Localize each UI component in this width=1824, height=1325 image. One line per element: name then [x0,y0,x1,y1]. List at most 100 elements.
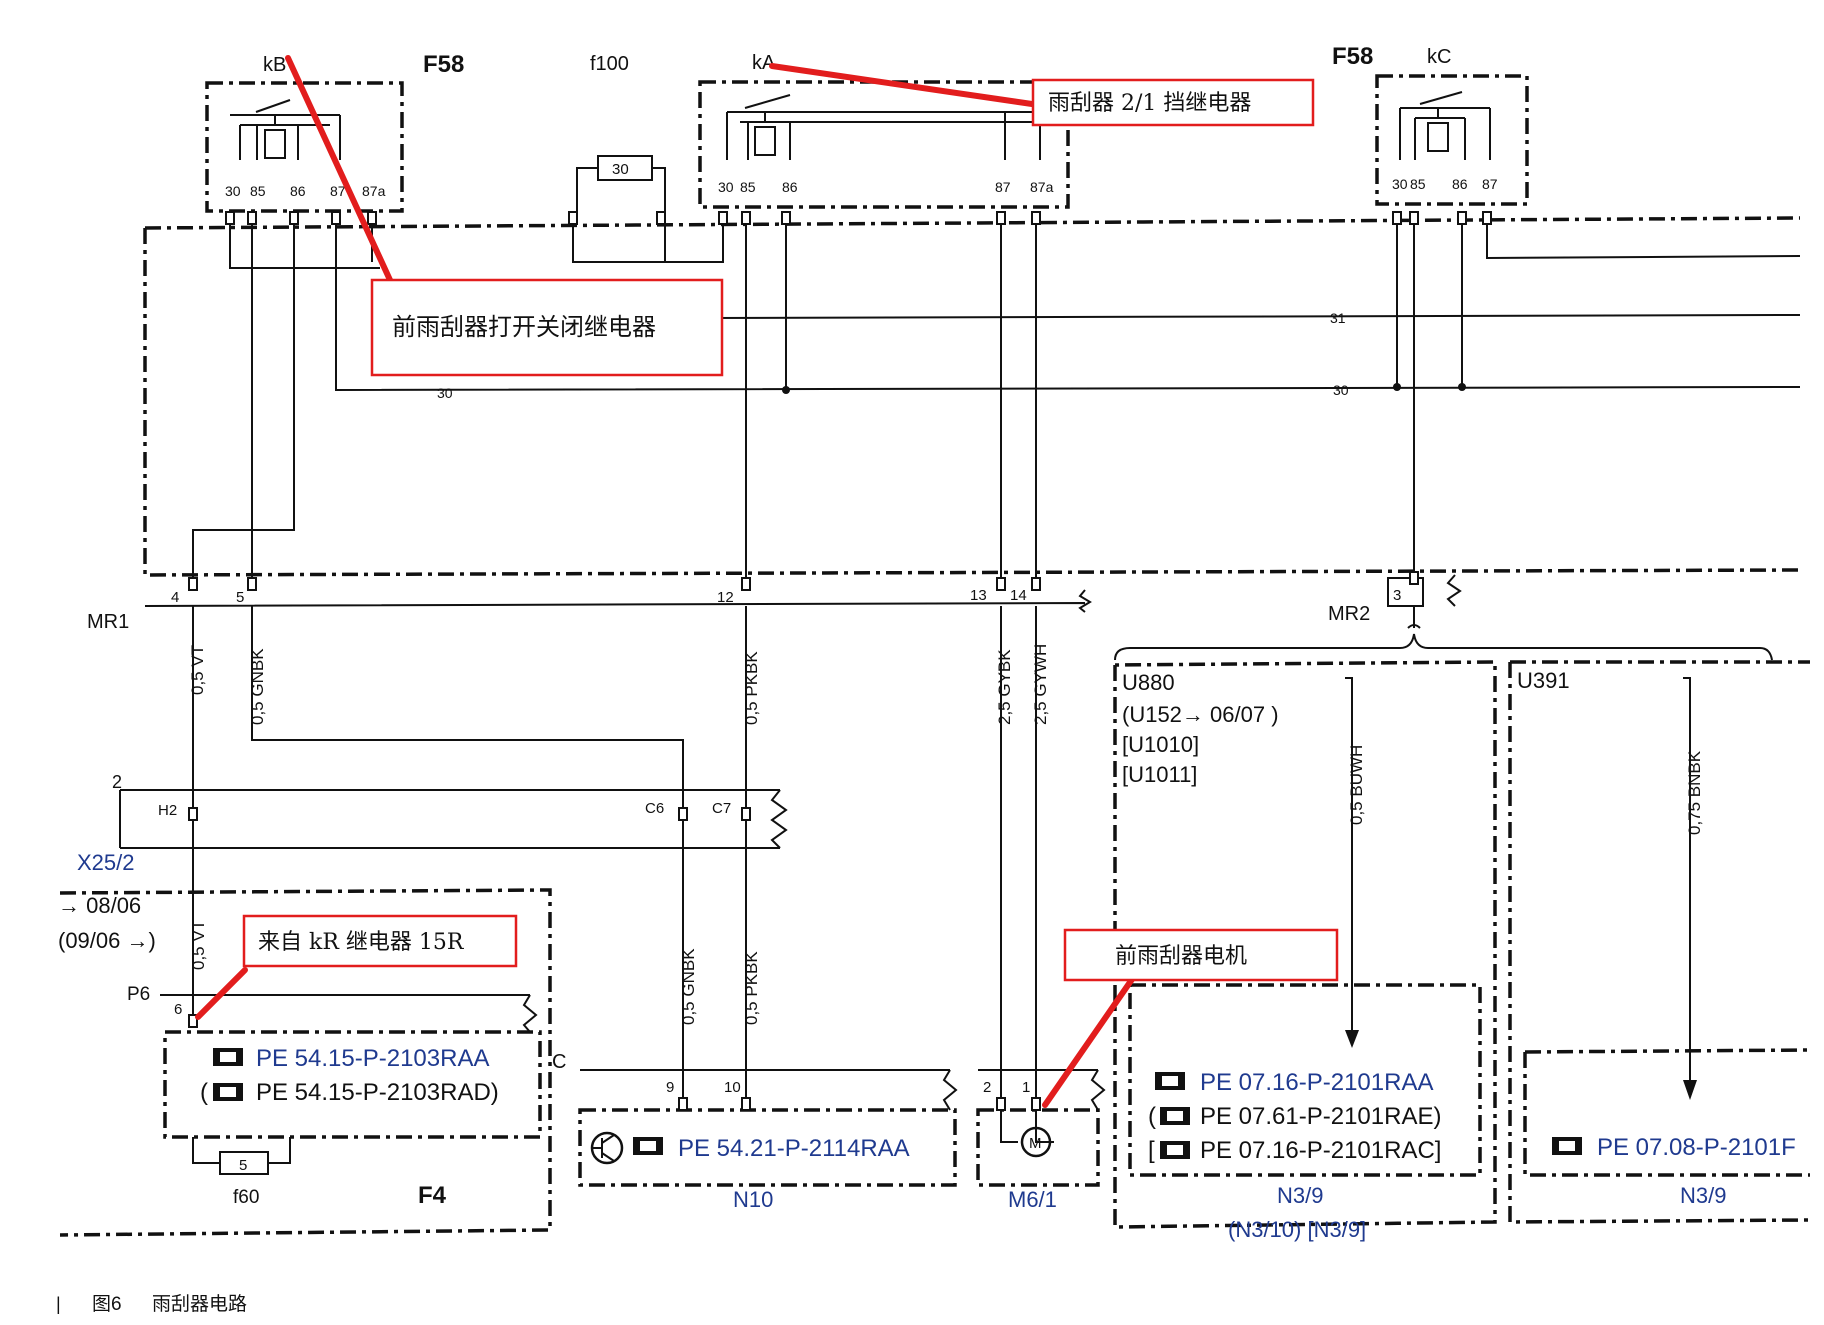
callout-from-kr-relay: 来自 kR 继电器 15R [258,930,465,955]
module-n39b-name: N3/9 [1680,1183,1726,1208]
f4-reference-bracket: ( [200,1079,208,1106]
boundary-lines [59,74,1811,1237]
relay-ka-pin: 86 [782,179,798,195]
info-icon [213,1048,243,1066]
connector-mr1-name: MR1 [87,611,129,633]
n39-reference[interactable]: PE 07.16-P-2101RAA [1200,1069,1433,1096]
fuse-f100-rating: 30 [612,161,629,178]
f4-date-range: → 08/06 [58,893,141,918]
relay-kb-group: F58 [423,51,464,78]
relay-kb-pin: 30 [225,183,241,199]
fuse-f60-name: f60 [233,1187,259,1208]
wire-label: 0,75 BNBK [1685,750,1704,835]
module-u391: U391 0,75 BNBK PE 07.08-P-2101F N3/9 [1517,668,1796,1208]
connector-p6-name: P6 [127,984,150,1005]
info-icon [1160,1141,1190,1159]
n10-pin: 10 [724,1079,741,1096]
n39b-reference[interactable]: PE 07.08-P-2101F [1597,1134,1796,1161]
module-m6: 2 1 M M6/1 [978,1069,1106,1212]
relay-ka-id: kA [752,52,776,74]
wire-label: 2,5 GYBK [995,649,1014,725]
callout-box [1063,928,1339,982]
f4-reference[interactable]: PE 54.15-P-2103RAA [256,1045,489,1072]
relay-kb-pin: 85 [250,183,266,199]
bus-30-label: 30 [1333,382,1349,398]
f4-date-range: (09/06 →) [58,928,156,953]
u880-label: [U1011] [1122,762,1197,787]
n10-reference[interactable]: PE 54.21-P-2114RAA [678,1135,910,1162]
relay-kb-id: kB [263,54,286,76]
relay-kc-id: kC [1427,46,1451,68]
wire-label: 0,5 GNBK [248,648,267,725]
connector-mr1-pin: 4 [171,589,179,606]
connector-x25-pin: H2 [158,802,177,819]
motor-icon: M [1020,1126,1052,1158]
connector-x25-name: X25/2 [77,850,135,875]
module-u880: U880 (U152→ 06/07 ) [U1010] [U1011] 0,5 … [1122,670,1441,1242]
wire-label: 0,5 BUWH [1347,745,1366,825]
module-terminals [225,211,1492,225]
relay-kb-pin: 87a [362,183,386,199]
callout-front-wiper-switch-relay: 前雨刮器打开关闭继电器 [392,313,656,341]
callout-wiper-21-relay: 雨刮器 2/1 挡继电器 [1048,91,1251,116]
figure-caption: | 图6 雨刮器电路 [56,1293,247,1315]
caption-figure-number: 图6 [92,1294,122,1315]
module-m6-name: M6/1 [1008,1187,1057,1212]
caption-text: 雨刮器电路 [152,1293,247,1315]
connector-x25-pin: C7 [712,800,731,817]
wire-label: 0,5 VT [189,920,208,970]
n39-reference[interactable]: PE 07.16-P-2101RAC] [1200,1137,1441,1164]
callout-front-wiper-motor: 前雨刮器电机 [1115,944,1247,969]
callout-box [1031,78,1315,127]
info-icon [1552,1137,1582,1155]
relay-kb-pin: 87 [330,183,346,199]
harness-wires: 0,5 VT 0,5 GNBK 0,5 PKBK 2,5 GYBK 2,5 GY… [188,606,1050,1110]
relay-kc: F58 kC 30 85 86 87 [1332,43,1498,192]
relay-kc-pin: 30 [1392,176,1408,192]
wire-label: 0,5 VT [188,645,207,695]
wire-label: 0,5 GNBK [679,948,698,1025]
fuse-f100: f100 30 [576,53,666,262]
relay-kc-pin: 85 [1410,176,1426,192]
bus-31-label: 31 [1330,310,1346,326]
n39-reference-bracket: ( [1148,1103,1156,1130]
m6-pin: 2 [983,1079,991,1096]
module-n10: 9 10 PE 54.21-P-2114RAA N10 [580,1069,958,1212]
connector-mr1-pin: 12 [717,589,734,606]
wire-label: 0,5 PKBK [742,951,761,1025]
u880-label: [U1010] [1122,732,1199,757]
relay-ka-pin: 85 [740,179,756,195]
module-f4: → 08/06 (09/06 →) P6 6 PE 54.15-P-2103RA… [58,893,566,1209]
connector-x25: 2 H2 C6 C7 X25/2 0,5 VT 0,5 GNBK 0,5 PKB… [77,772,788,1110]
relay-kc-pin: 87 [1482,176,1498,192]
n10-pin: 9 [666,1079,674,1096]
u880-label: (U152→ 06/07 ) [1122,702,1279,727]
connector-x25-num: 2 [112,772,122,792]
relay-ka: kA 30 85 86 87 87a [718,52,1054,195]
m6-pin: 1 [1022,1079,1030,1096]
n39-reference[interactable]: PE 07.61-P-2101RAE) [1200,1103,1441,1130]
u880-label: U880 [1122,670,1175,695]
connector-mr1-pin: 5 [236,589,244,606]
relay-ka-pin: 87 [995,179,1011,195]
relay-kb: kB F58 30 85 86 87 87a [225,51,464,199]
connector-mr2: 3 MR2 [1114,571,1773,661]
u391-label: U391 [1517,668,1570,693]
module-n10-name: N10 [733,1187,773,1212]
info-icon [213,1083,243,1101]
f4-reference[interactable]: PE 54.15-P-2103RAD) [256,1079,499,1106]
info-icon [633,1137,663,1155]
relay-kb-pin: 86 [290,183,306,199]
info-icon [1160,1107,1190,1125]
fuse-f100-id: f100 [590,53,629,75]
wire-label: 2,5 GYWH [1031,644,1050,725]
relay-kc-pin: 86 [1452,176,1468,192]
connector-mr1: MR1 4 5 12 13 14 [87,577,1092,633]
callout-box [370,278,724,377]
info-icon [1155,1072,1185,1090]
connector-p6-pin: 6 [174,1001,182,1018]
relay-ka-pin: 30 [718,179,734,195]
connector-mr2-pin: 3 [1393,587,1401,604]
callout-box [242,914,518,968]
